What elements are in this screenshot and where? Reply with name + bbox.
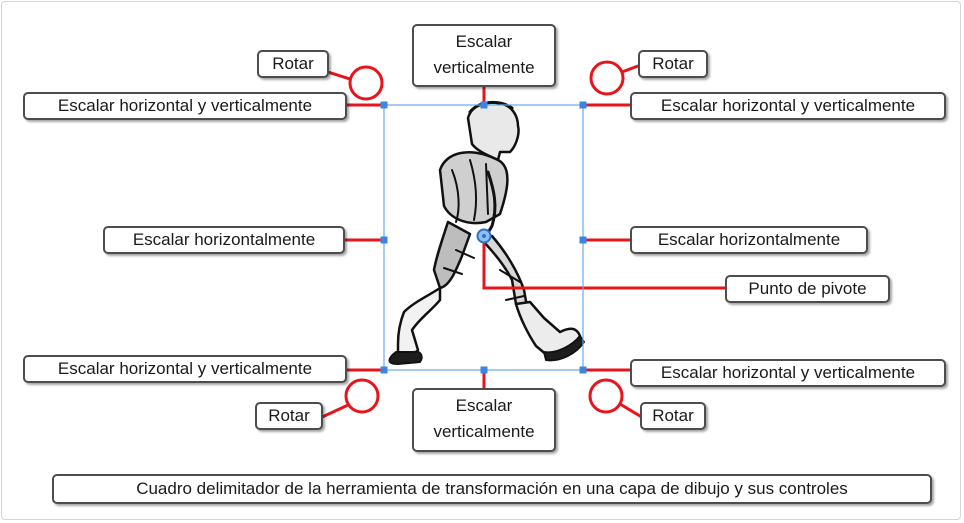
handle-top-left — [380, 101, 388, 109]
rotate-label-top-left: Rotar — [257, 50, 329, 78]
scale-hv-label-bottom-left: Escalar horizontal y verticalmente — [23, 355, 347, 383]
scale-hv-label-top-left: Escalar horizontal y verticalmente — [23, 92, 347, 120]
scale-vertical-label-top: Escalar verticalmente — [412, 24, 556, 87]
handle-right — [579, 236, 587, 244]
rotate-label-top-right: Rotar — [638, 50, 708, 78]
scale-hv-label-bottom-right: Escalar horizontal y verticalmente — [630, 359, 946, 387]
rotate-handle-top-left — [348, 65, 384, 101]
scale-vertical-line-1: Escalar — [455, 396, 513, 415]
scale-vertical-line-2: verticalmente — [433, 422, 535, 441]
figure-caption: Cuadro delimitador de la herramienta de … — [52, 474, 932, 504]
handle-top-right — [579, 101, 587, 109]
handle-bottom — [480, 366, 488, 374]
scale-horizontal-label-left: Escalar horizontalmente — [103, 226, 345, 254]
scale-vertical-line-2: verticalmente — [433, 58, 535, 77]
handle-bottom-left — [380, 366, 388, 374]
walking-character-drawing — [388, 101, 585, 365]
handle-top — [480, 101, 488, 109]
scale-vertical-line-1: Escalar — [455, 32, 513, 51]
handle-left — [380, 236, 388, 244]
rotate-handle-bottom-right — [588, 378, 624, 414]
scale-horizontal-label-right: Escalar horizontalmente — [630, 226, 868, 254]
scale-vertical-label-bottom: Escalar verticalmente — [412, 388, 556, 452]
rotate-handle-bottom-left — [344, 378, 380, 414]
pivot-point-label: Punto de pivote — [725, 275, 890, 303]
rotate-label-bottom-left: Rotar — [255, 402, 323, 430]
handle-bottom-right — [579, 366, 587, 374]
rotate-handle-top-right — [589, 60, 625, 96]
rotate-label-bottom-right: Rotar — [640, 402, 706, 430]
scale-hv-label-top-right: Escalar horizontal y verticalmente — [630, 92, 946, 120]
callout-lines — [318, 64, 727, 420]
pivot-point-marker — [476, 228, 492, 244]
